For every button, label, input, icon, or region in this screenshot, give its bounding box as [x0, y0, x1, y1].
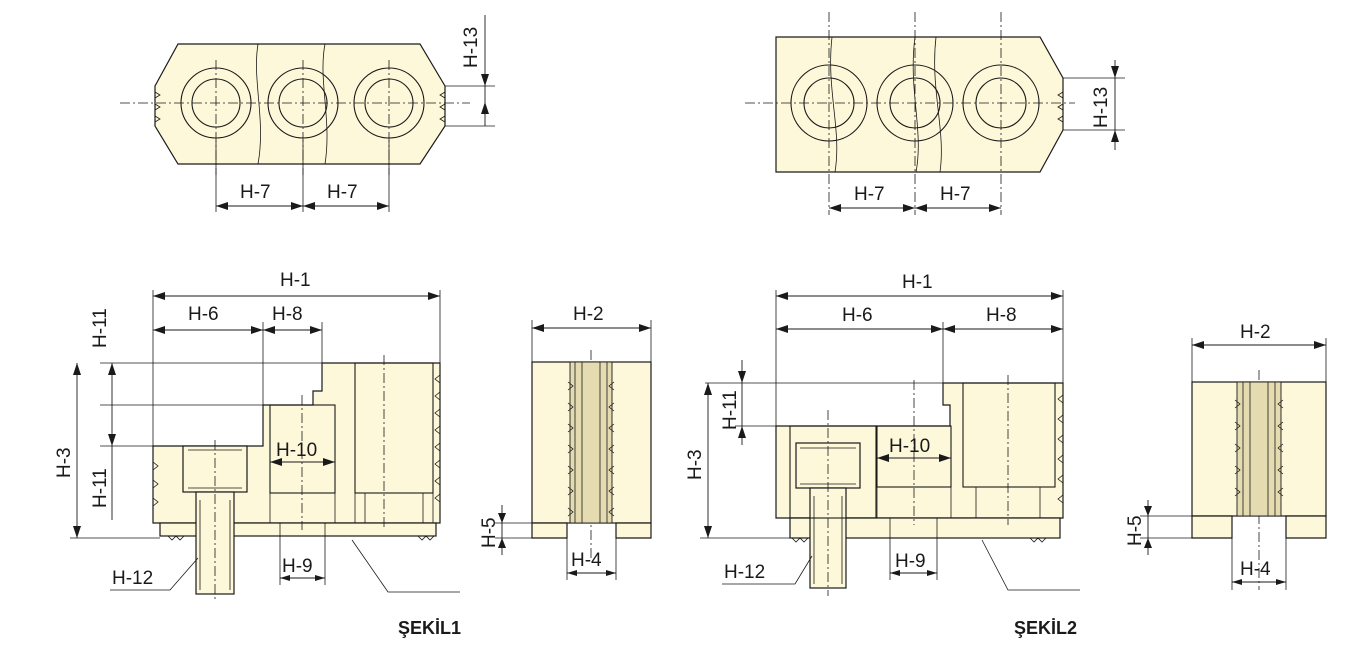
fig2-h5-label: H-5: [1125, 515, 1146, 546]
fig2-h13-label: H-13: [1091, 87, 1112, 128]
fig2-top-view: H-13 H-7 H-7: [745, 12, 1125, 215]
fig1-h7-label-a: H-7: [240, 182, 271, 203]
fig1-top-view: H-13 H-7 H-7: [120, 15, 495, 212]
fig2-h3-label: H-3: [685, 449, 706, 480]
fig1-h5-label: H-5: [479, 517, 500, 548]
fig1-h7-label-b: H-7: [327, 182, 358, 203]
fig2-side-view: H-2 H-5 H-4: [1125, 322, 1327, 590]
fig1-h8-label: H-8: [272, 304, 303, 325]
fig1-h11-upper-label: H-11: [90, 308, 111, 348]
fig2-h10-label: H-10: [889, 436, 930, 457]
fig2-h1-label: H-1: [902, 272, 933, 293]
fig2-h7-label-a: H-7: [854, 184, 885, 205]
fig2-h11-label: H-11: [720, 390, 741, 430]
fig1-h2-label: H-2: [573, 304, 604, 325]
fig1-h3-label: H-3: [54, 447, 75, 478]
fig2-front-view: H-1 H-6 H-8 H-3 H-11 H-10 H-9 H-12: [685, 272, 1080, 596]
fig1-h1-label: H-1: [280, 270, 311, 291]
fig2-h6-label: H-6: [842, 305, 873, 326]
fig2-h7-label-b: H-7: [940, 184, 971, 205]
fig1-h12-label: H-12: [112, 568, 153, 589]
fig1-side-view: H-2 H-5 H-4: [479, 304, 652, 580]
fig2-h12-label: H-12: [724, 562, 765, 583]
fig1-h10-label: H-10: [276, 440, 317, 461]
fig1-h9-label: H-9: [282, 556, 313, 577]
fig2-h2-label: H-2: [1240, 322, 1271, 343]
fig2-caption: ŞEKİL2: [1014, 618, 1077, 638]
fig1-h4-label: H-4: [571, 550, 602, 571]
fig2-top-outline: [775, 36, 1064, 173]
fig2-h8-label: H-8: [986, 305, 1017, 326]
fig1-front-view: H-1 H-6 H-8 H-3 H-11 H-11 H-10 H-9: [54, 270, 460, 600]
fig1-h6-label: H-6: [188, 304, 219, 325]
fig1-h13-label: H-13: [461, 27, 482, 68]
fig1-h11-lower-label: H-11: [90, 468, 111, 508]
fig1-caption: ŞEKİL1: [398, 618, 461, 638]
fig2-h4-label: H-4: [1240, 559, 1271, 580]
fig2-h9-label: H-9: [895, 551, 926, 572]
fig1-top-outline: [154, 43, 446, 165]
